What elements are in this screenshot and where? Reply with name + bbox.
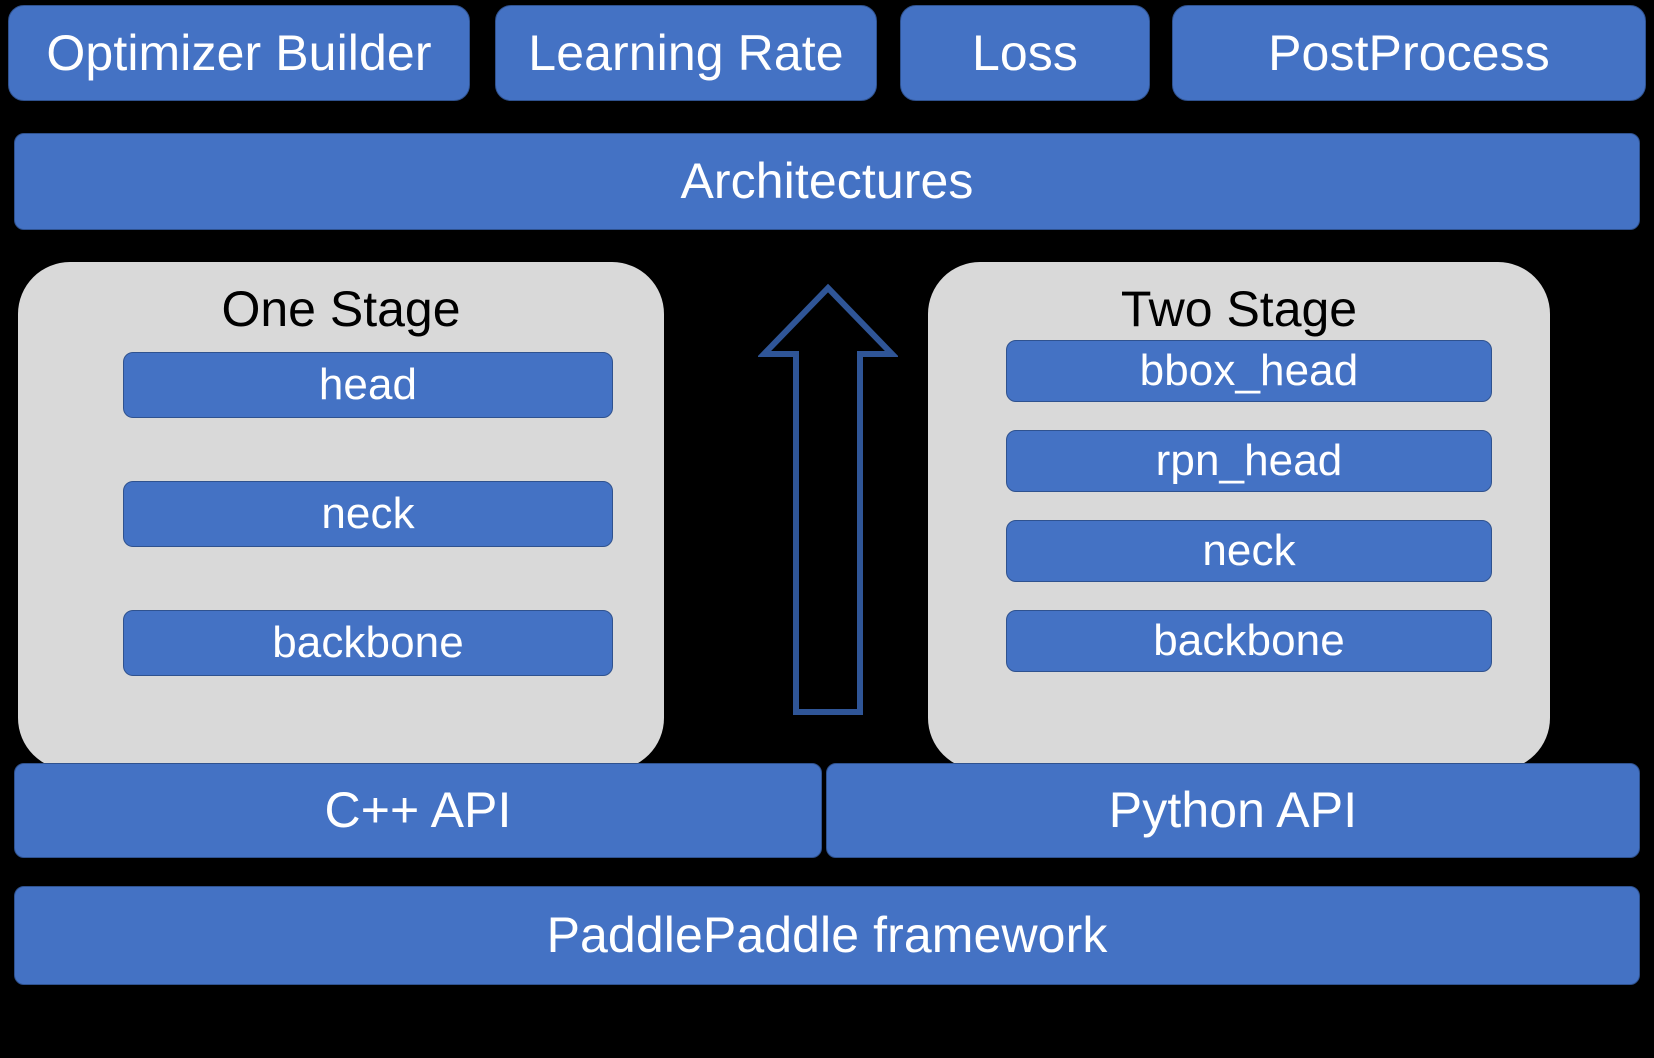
block-optimizer-builder[interactable]: Optimizer Builder <box>8 5 470 101</box>
block-python-api-label: Python API <box>1108 782 1358 839</box>
block-paddlepaddle-framework[interactable]: PaddlePaddle framework <box>14 886 1640 985</box>
module-two-stage-bbox-head[interactable]: bbox_head <box>1006 340 1492 402</box>
arrow-up-icon <box>756 282 900 718</box>
panel-two-stage-title: Two Stage <box>1120 281 1358 337</box>
module-two-stage-rpn-head[interactable]: rpn_head <box>1006 430 1492 492</box>
module-two-stage-neck[interactable]: neck <box>1006 520 1492 582</box>
block-architectures-label: Architectures <box>680 153 974 210</box>
panel-one-stage: One Stage head neck backbone <box>18 262 664 770</box>
block-paddlepaddle-framework-label: PaddlePaddle framework <box>546 907 1108 964</box>
panel-two-stage: Two Stage bbox_head rpn_head neck backbo… <box>928 262 1550 770</box>
module-one-stage-neck[interactable]: neck <box>123 481 613 547</box>
block-learning-rate[interactable]: Learning Rate <box>495 5 877 101</box>
module-two-stage-neck-label: neck <box>1202 525 1296 575</box>
block-learning-rate-label: Learning Rate <box>528 24 844 81</box>
arrow-up-icon-svg <box>756 283 900 715</box>
module-two-stage-rpn-head-label: rpn_head <box>1155 435 1343 485</box>
panel-one-stage-title: One Stage <box>221 281 461 337</box>
module-one-stage-backbone-label: backbone <box>272 617 464 667</box>
module-one-stage-backbone[interactable]: backbone <box>123 610 613 676</box>
block-python-api[interactable]: Python API <box>826 763 1640 858</box>
module-two-stage-bbox-head-label: bbox_head <box>1139 345 1359 395</box>
module-one-stage-neck-label: neck <box>321 488 415 538</box>
arrow-up-icon-path <box>756 283 900 715</box>
module-one-stage-head-label: head <box>318 359 418 409</box>
block-loss[interactable]: Loss <box>900 5 1150 101</box>
module-one-stage-head[interactable]: head <box>123 352 613 418</box>
block-architectures[interactable]: Architectures <box>14 133 1640 230</box>
block-optimizer-builder-label: Optimizer Builder <box>46 24 432 81</box>
block-postprocess[interactable]: PostProcess <box>1172 5 1646 101</box>
block-postprocess-label: PostProcess <box>1268 24 1550 81</box>
module-two-stage-backbone-label: backbone <box>1153 615 1345 665</box>
block-loss-label: Loss <box>971 24 1078 81</box>
module-two-stage-backbone[interactable]: backbone <box>1006 610 1492 672</box>
block-cpp-api[interactable]: C++ API <box>14 763 822 858</box>
block-cpp-api-label: C++ API <box>324 782 512 839</box>
